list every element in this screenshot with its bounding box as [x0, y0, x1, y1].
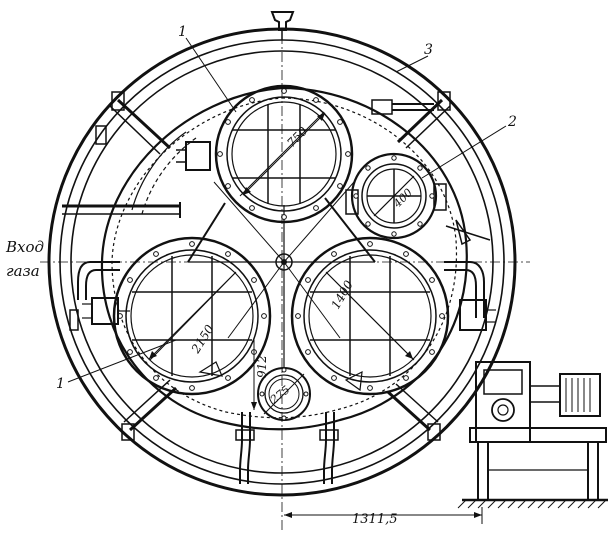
- inlet-label: Вход газа: [5, 238, 44, 280]
- dimension-right-port: 1400: [328, 278, 356, 312]
- dimension-base-offset: 1311,5: [352, 512, 398, 527]
- bottom-port: [257, 367, 311, 421]
- frame-struts: [62, 91, 451, 441]
- center-lines: [40, 34, 530, 530]
- inner-drum: [100, 86, 468, 431]
- callout-2: 2: [507, 114, 517, 130]
- leader-lines: [67, 37, 507, 383]
- callout-1-top: 1: [178, 24, 187, 40]
- callout-3: 3: [424, 42, 433, 58]
- top-lifting-hook: [270, 11, 295, 40]
- callout-1-bottom: 1: [56, 376, 65, 392]
- inlet-label-line1: Вход: [5, 238, 44, 256]
- top-port: [214, 84, 354, 224]
- dimension-top-port: 750: [284, 124, 310, 150]
- inlet-label-line2: газа: [6, 262, 40, 280]
- triangular-frame: [187, 181, 376, 372]
- drive-unit: [457, 361, 608, 509]
- dimension-vertical: 912: [255, 355, 269, 378]
